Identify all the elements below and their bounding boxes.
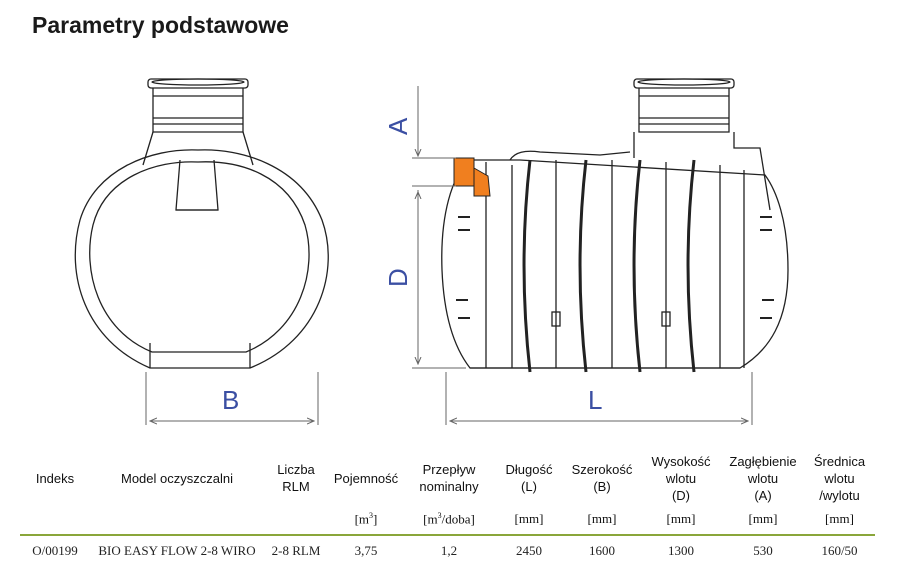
col-header-capacity: Pojemność bbox=[333, 470, 399, 486]
table-units-row: [m3] [m3/doba] [mm] [mm] [mm] [mm] [mm] bbox=[20, 504, 875, 536]
dimension-l bbox=[445, 372, 753, 425]
page-title: Parametry podstawowe bbox=[32, 12, 289, 38]
cell-width: 1600 bbox=[589, 543, 615, 558]
col-header-index: Indeks bbox=[35, 470, 75, 486]
unit-cell bbox=[90, 504, 264, 536]
side-tank-body bbox=[441, 159, 789, 369]
cell-rlm: 2-8 RLM bbox=[271, 543, 321, 558]
cell-model: BIO EASY FLOW 2-8 WIRO bbox=[98, 543, 256, 558]
dimension-label-d: D bbox=[383, 268, 413, 287]
cell-inlet-height: 1300 bbox=[668, 543, 694, 558]
table-row: O/00199 BIO EASY FLOW 2-8 WIRO 2-8 RLM 3… bbox=[20, 535, 875, 566]
unit-cell-flow: [m3/doba] bbox=[404, 504, 494, 536]
cell-index: O/00199 bbox=[32, 543, 78, 558]
tank-technical-drawing: B bbox=[74, 78, 789, 425]
side-view bbox=[441, 78, 789, 373]
cell-length: 2450 bbox=[516, 543, 542, 558]
unit-cell-capacity: [m3] bbox=[328, 504, 404, 536]
unit-cell bbox=[264, 504, 328, 536]
col-header-length: Długość(L) bbox=[505, 462, 553, 494]
col-header-model: Model oczyszczalni bbox=[121, 470, 233, 486]
dimension-label-a: A bbox=[383, 117, 413, 135]
unit-cell: [mm] bbox=[494, 504, 564, 536]
col-header-width: Szerokość(B) bbox=[571, 462, 633, 494]
cell-flow: 1,2 bbox=[440, 543, 458, 558]
unit-cell bbox=[20, 504, 90, 536]
cell-diameter: 160/50 bbox=[821, 543, 858, 558]
unit-cell: [mm] bbox=[722, 504, 804, 536]
tank-body-outer bbox=[74, 149, 329, 369]
unit-cell: [mm] bbox=[564, 504, 640, 536]
cell-inlet-depth: 530 bbox=[753, 543, 773, 558]
riser bbox=[152, 88, 244, 133]
dimension-a-d bbox=[412, 86, 466, 369]
dimension-b bbox=[145, 372, 319, 425]
cell-capacity: 3,75 bbox=[354, 543, 378, 558]
unit-cell: [mm] bbox=[804, 504, 875, 536]
unit-cell: [mm] bbox=[640, 504, 722, 536]
dimension-label-l: L bbox=[588, 385, 602, 415]
dimension-label-b: B bbox=[222, 385, 239, 415]
front-view bbox=[74, 78, 329, 369]
inlet-fitting-orange bbox=[453, 157, 491, 197]
inlet-pipe bbox=[175, 159, 219, 211]
